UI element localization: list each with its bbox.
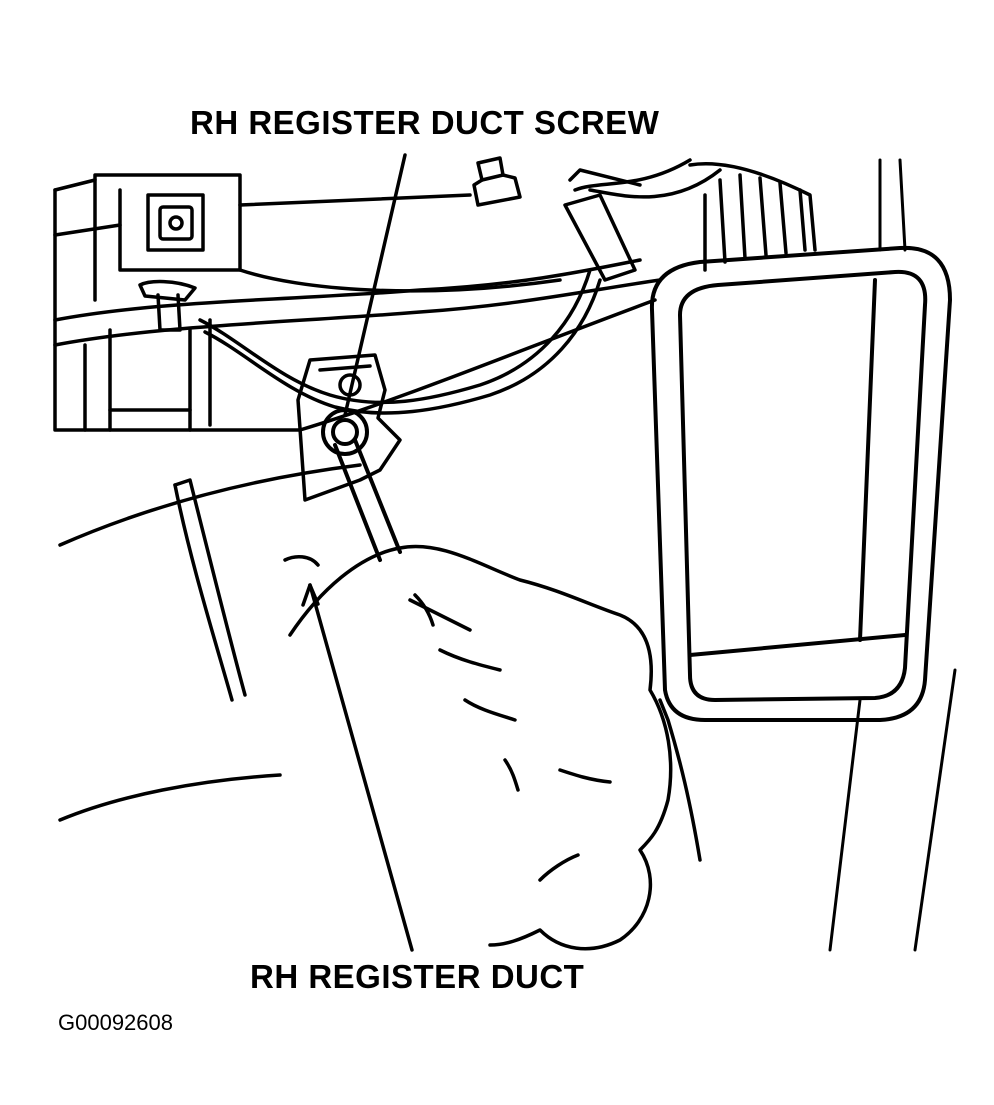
figure-id: G00092608 (58, 1010, 173, 1035)
callout-leaders (301, 153, 414, 952)
register-duct-body (58, 298, 702, 862)
heater-case-housing (53, 173, 662, 432)
wiring-harness (198, 158, 722, 415)
callout-rh-register-duct: RH REGISTER DUCT (250, 958, 585, 995)
register-duct-outlet (649, 245, 952, 722)
housing-fastener (146, 193, 205, 252)
leader-duct (308, 583, 414, 952)
callout-rh-register-duct-screw: RH REGISTER DUCT SCREW (190, 104, 660, 141)
hand (288, 544, 673, 951)
top-connector (472, 156, 522, 207)
leader-screw (343, 153, 407, 417)
screwdriver (333, 438, 402, 562)
duct-screw-bracket (296, 353, 402, 502)
door-frame-lines (828, 158, 957, 952)
wire-clip (138, 279, 197, 332)
corrugated-hose (688, 162, 817, 272)
